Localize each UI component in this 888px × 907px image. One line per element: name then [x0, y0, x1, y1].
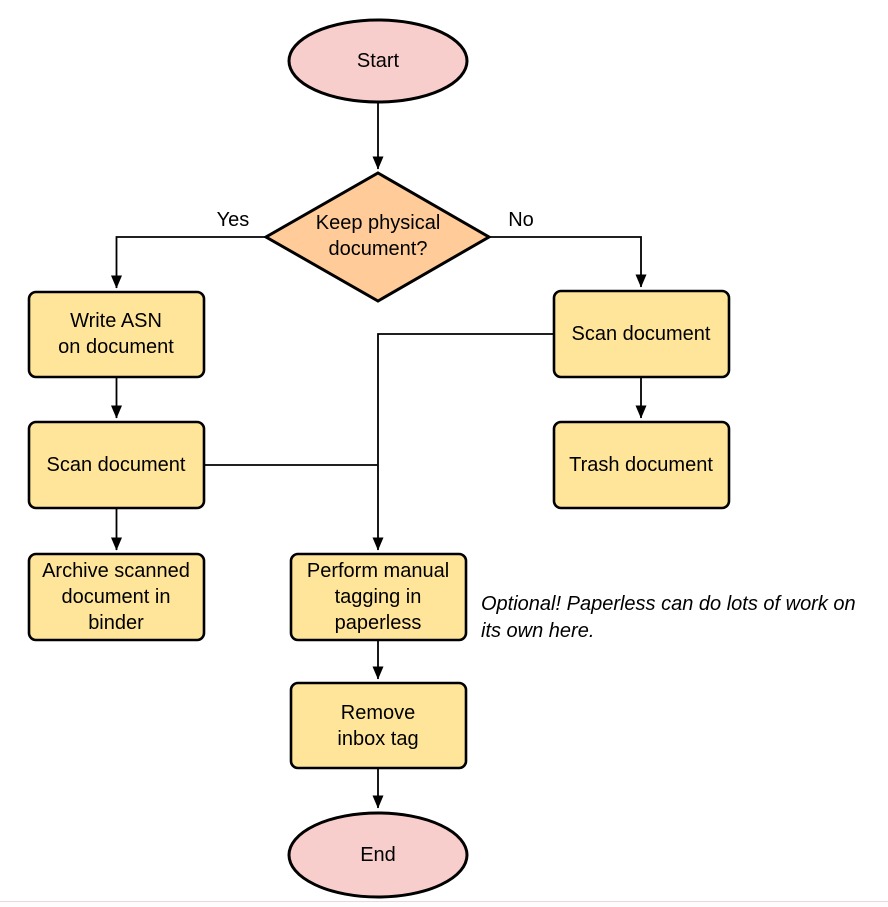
yes-edge-label: Yes — [216, 209, 250, 231]
archive-node-shape — [27, 552, 206, 642]
remove-inbox-node-label: Remove inbox tag — [337, 702, 419, 750]
start-node-shape — [287, 18, 469, 104]
end-node-label: End — [360, 844, 396, 866]
end-node-shape — [287, 811, 469, 899]
edge-scanright-tagging — [372, 333, 553, 551]
archive-node-label: Archive scanned document in binder — [42, 560, 190, 634]
bottom-page-area — [0, 902, 888, 907]
scan-right-node-label: Scan document — [571, 323, 711, 345]
trash-node-shape — [552, 420, 731, 510]
scan-left-node-shape — [27, 420, 206, 510]
scan-left-node-label: Scan document — [46, 454, 186, 476]
edge-decision-scanright-no — [490, 236, 647, 288]
scan-right-node-shape — [552, 289, 731, 379]
tagging-node-label: Perform manual tagging in paperless — [306, 560, 450, 634]
trash-node-label: Trash document — [569, 454, 713, 476]
no-edge-label: No — [508, 209, 534, 231]
optional-annotation: Optional! Paperless can do lots of work … — [481, 593, 856, 642]
decision-node-label: Keep physical document? — [315, 212, 441, 260]
remove-inbox-node-shape — [289, 681, 468, 770]
bottom-page-edge — [0, 901, 888, 902]
decision-node-shape — [262, 171, 493, 303]
tagging-node-shape — [289, 552, 468, 642]
edge-decision-writeasn-yes — [111, 236, 265, 289]
write-asn-node-label: Write ASN on document — [58, 310, 174, 358]
start-node-label: Start — [356, 50, 400, 72]
write-asn-node-shape — [27, 290, 206, 379]
